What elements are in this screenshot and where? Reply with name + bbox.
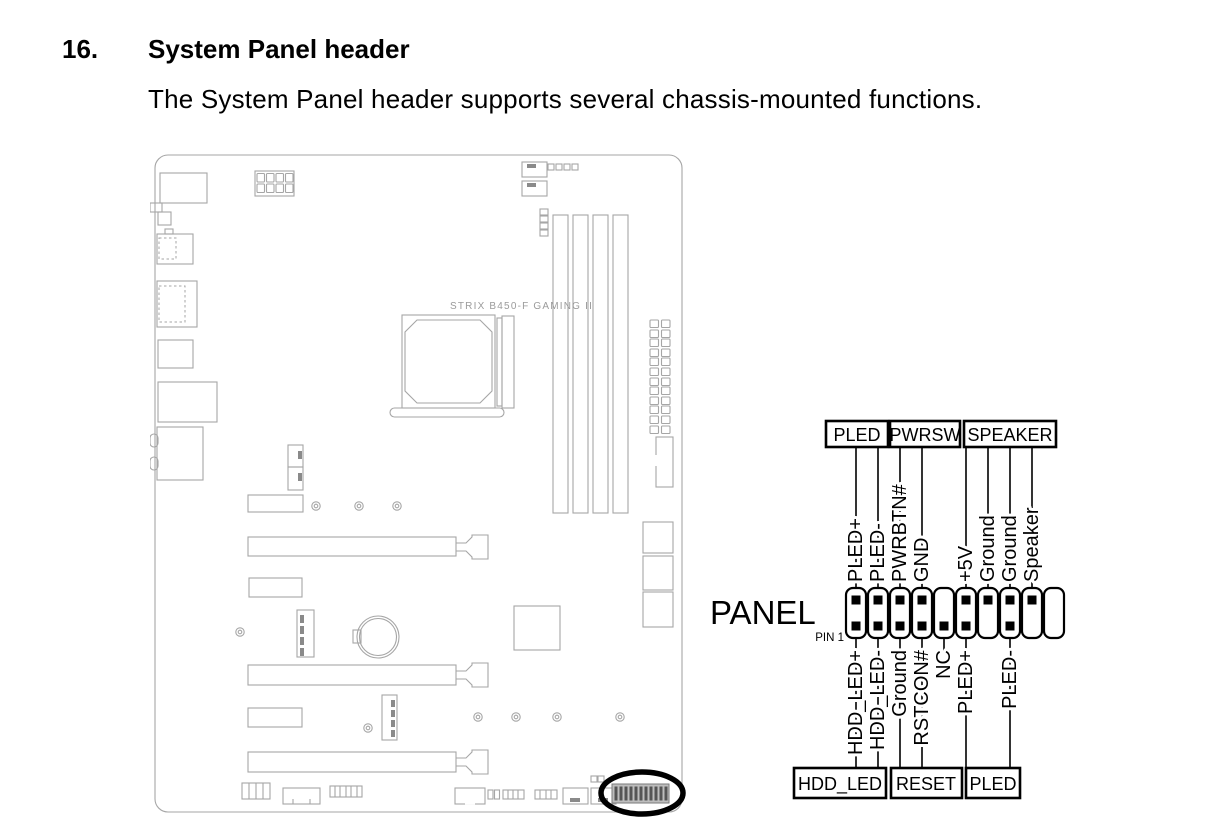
- page-title: System Panel header: [148, 34, 410, 64]
- pin-label-5v: +5V: [955, 545, 977, 582]
- top-pin-lines: [855, 447, 1033, 599]
- bottom-edge-headers: [241, 775, 617, 805]
- pwrsw-box-label: PWRSW: [890, 425, 961, 445]
- sata-ports: [642, 521, 674, 628]
- system-panel-header: [598, 769, 686, 817]
- eps-power-connector: [254, 170, 295, 197]
- pin-label-pwrbtn: PWRBTN#: [889, 483, 911, 582]
- section-number: 16.: [62, 34, 99, 64]
- screw-holes: [235, 501, 625, 733]
- cpu-socket: [389, 314, 515, 418]
- pin1-label: PIN 1: [815, 632, 844, 644]
- pled-bottom-box-label: PLED: [969, 774, 1016, 794]
- pin-label-nc: NC: [933, 650, 955, 679]
- reset-box-label: RESET: [896, 774, 956, 794]
- cmos-battery: [352, 615, 400, 659]
- bottom-signal-boxes: HDD_LED RESET PLED: [792, 766, 1022, 800]
- mid-board-headers: [247, 444, 304, 513]
- motherboard-diagram: STRIX B450-F GAMING II: [150, 154, 686, 817]
- hdd-led-box-label: HDD_LED: [798, 774, 882, 795]
- small-header-stack: [539, 208, 549, 237]
- panel-connector: [844, 586, 1066, 640]
- highlight-ellipse: [598, 769, 686, 817]
- atx-24pin-connector: [649, 319, 671, 435]
- panel-pinout-diagram: PLED PWRSW SPEAKER PLED+ PLED- PWRBTN# G…: [710, 419, 1066, 800]
- board-outline: [154, 154, 683, 813]
- pin-label-hdd-led-minus: HDD_LED-: [867, 650, 889, 750]
- bottom-pin-lines: [855, 627, 1011, 768]
- pin-label-ground-bottom: Ground: [889, 650, 911, 717]
- chipset: [513, 605, 561, 651]
- pin-label-ground-2: Ground: [999, 515, 1021, 582]
- usb3-header: [654, 436, 674, 488]
- pin-label-rstcon: RSTCON#: [911, 649, 933, 745]
- pled-top-box-label: PLED: [833, 425, 880, 445]
- pin-label-pled-plus: PLED+: [845, 518, 867, 582]
- board-model-label: STRIX B450-F GAMING II: [450, 301, 593, 312]
- pin-label-pled-plus-bottom: PLED+: [955, 650, 977, 714]
- panel-label: PANEL: [710, 594, 816, 631]
- top-signal-boxes: PLED PWRSW SPEAKER: [824, 419, 1058, 449]
- bottom-pin-labels: HDD_LED+ HDD_LED- Ground RSTCON# NC PLED…: [842, 646, 1024, 758]
- dimm-slots: [552, 214, 629, 514]
- section-description: The System Panel header supports several…: [148, 84, 983, 114]
- pcie-slots: [247, 534, 489, 775]
- pin-label-speaker: Speaker: [1021, 507, 1043, 582]
- pin-label-pled-minus: PLED-: [867, 523, 889, 582]
- pin-label-ground-1: Ground: [977, 515, 999, 582]
- fan-headers: [521, 161, 579, 197]
- pin-label-pled-minus-bottom: PLED-: [999, 650, 1021, 709]
- rear-io-ports: [150, 172, 218, 481]
- pin-label-gnd: GND: [911, 538, 933, 582]
- m2-connectors: [296, 609, 398, 741]
- pin-label-hdd-led-plus: HDD_LED+: [845, 650, 867, 755]
- speaker-box-label: SPEAKER: [967, 425, 1052, 445]
- top-pin-labels: PLED+ PLED- PWRBTN# GND +5V Ground Groun…: [842, 480, 1046, 585]
